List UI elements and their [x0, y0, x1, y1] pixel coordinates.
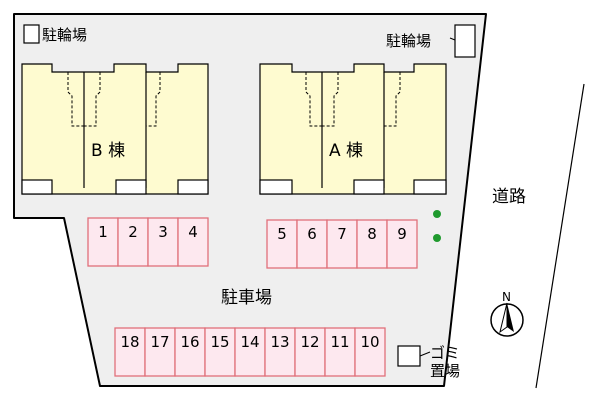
garbage-area-icon	[397, 345, 421, 367]
parking-slot-number: 12	[300, 333, 319, 351]
parking-slot	[356, 219, 388, 269]
garbage-area-label-line1: ゴミ	[430, 344, 460, 362]
parking-slot-number: 11	[330, 333, 349, 351]
building-b-entrance	[115, 179, 147, 195]
bike-parking-left-icon	[23, 24, 40, 44]
parking-row-3: 18 17 16 15 14 13 12 11 10	[114, 327, 386, 377]
parking-slot-number: 10	[360, 333, 379, 351]
parking-slot-number: 1	[98, 223, 108, 241]
building-a-entrance	[413, 179, 447, 195]
parking-slot-number: 6	[307, 225, 317, 243]
building-b	[21, 63, 209, 195]
parking-lot-label: 駐車場	[221, 288, 272, 308]
road-edge	[535, 83, 585, 389]
building-a-balcony	[384, 72, 401, 127]
north-arrow-icon: N	[490, 290, 524, 337]
building-b-balcony	[146, 72, 161, 127]
building-a-entrance	[259, 179, 293, 195]
parking-slot-number: 7	[337, 225, 347, 243]
parking-slot	[174, 327, 206, 377]
tree-icon	[433, 234, 441, 242]
road-label: 道路	[492, 187, 526, 207]
parking-slot-number: 14	[240, 333, 259, 351]
parking-slot-number: 5	[277, 225, 287, 243]
bike-parking-left-label: 駐輪場	[42, 26, 87, 44]
bike-parking-right-label: 駐輪場	[386, 32, 431, 50]
parking-slot-number: 8	[367, 225, 377, 243]
building-a-balcony	[305, 72, 322, 127]
building-b-label: B 棟	[91, 141, 125, 161]
parking-slot	[204, 327, 236, 377]
parking-slot-number: 13	[270, 333, 289, 351]
parking-slot-number: 16	[180, 333, 199, 351]
tree-icon	[433, 210, 441, 218]
parking-slot	[326, 219, 358, 269]
parking-slot-number: 4	[188, 223, 198, 241]
building-b-entrance	[21, 179, 53, 195]
parking-slot-number: 9	[397, 225, 407, 243]
parking-slot	[324, 327, 356, 377]
parking-slot-number: 18	[120, 333, 139, 351]
parking-slot	[144, 327, 176, 377]
parking-slot-number: 3	[158, 223, 168, 241]
parking-slot	[354, 327, 386, 377]
parking-row-1: 1 2 3 4	[87, 217, 209, 267]
building-a-entrance	[353, 179, 385, 195]
parking-slot-number: 15	[210, 333, 229, 351]
parking-slot	[264, 327, 296, 377]
building-b-entrance	[177, 179, 209, 195]
building-a-balcony	[322, 72, 339, 127]
building-b-balcony	[67, 72, 84, 127]
bike-parking-right-icon	[454, 24, 476, 58]
parking-slot	[234, 327, 266, 377]
parking-row-2: 5 6 7 8 9	[266, 219, 418, 269]
parking-slot	[294, 327, 326, 377]
garbage-area-leader	[419, 351, 431, 357]
parking-slot	[177, 217, 209, 267]
parking-slot	[87, 217, 119, 267]
parking-slot	[386, 219, 418, 269]
garbage-area-label-line2: 置場	[430, 362, 460, 380]
building-a-label: A 棟	[329, 141, 363, 161]
parking-slot-number: 2	[128, 223, 138, 241]
parking-slot-number: 17	[150, 333, 169, 351]
building-a	[259, 63, 447, 195]
north-label: N	[502, 290, 511, 304]
building-b-balcony	[84, 72, 101, 127]
